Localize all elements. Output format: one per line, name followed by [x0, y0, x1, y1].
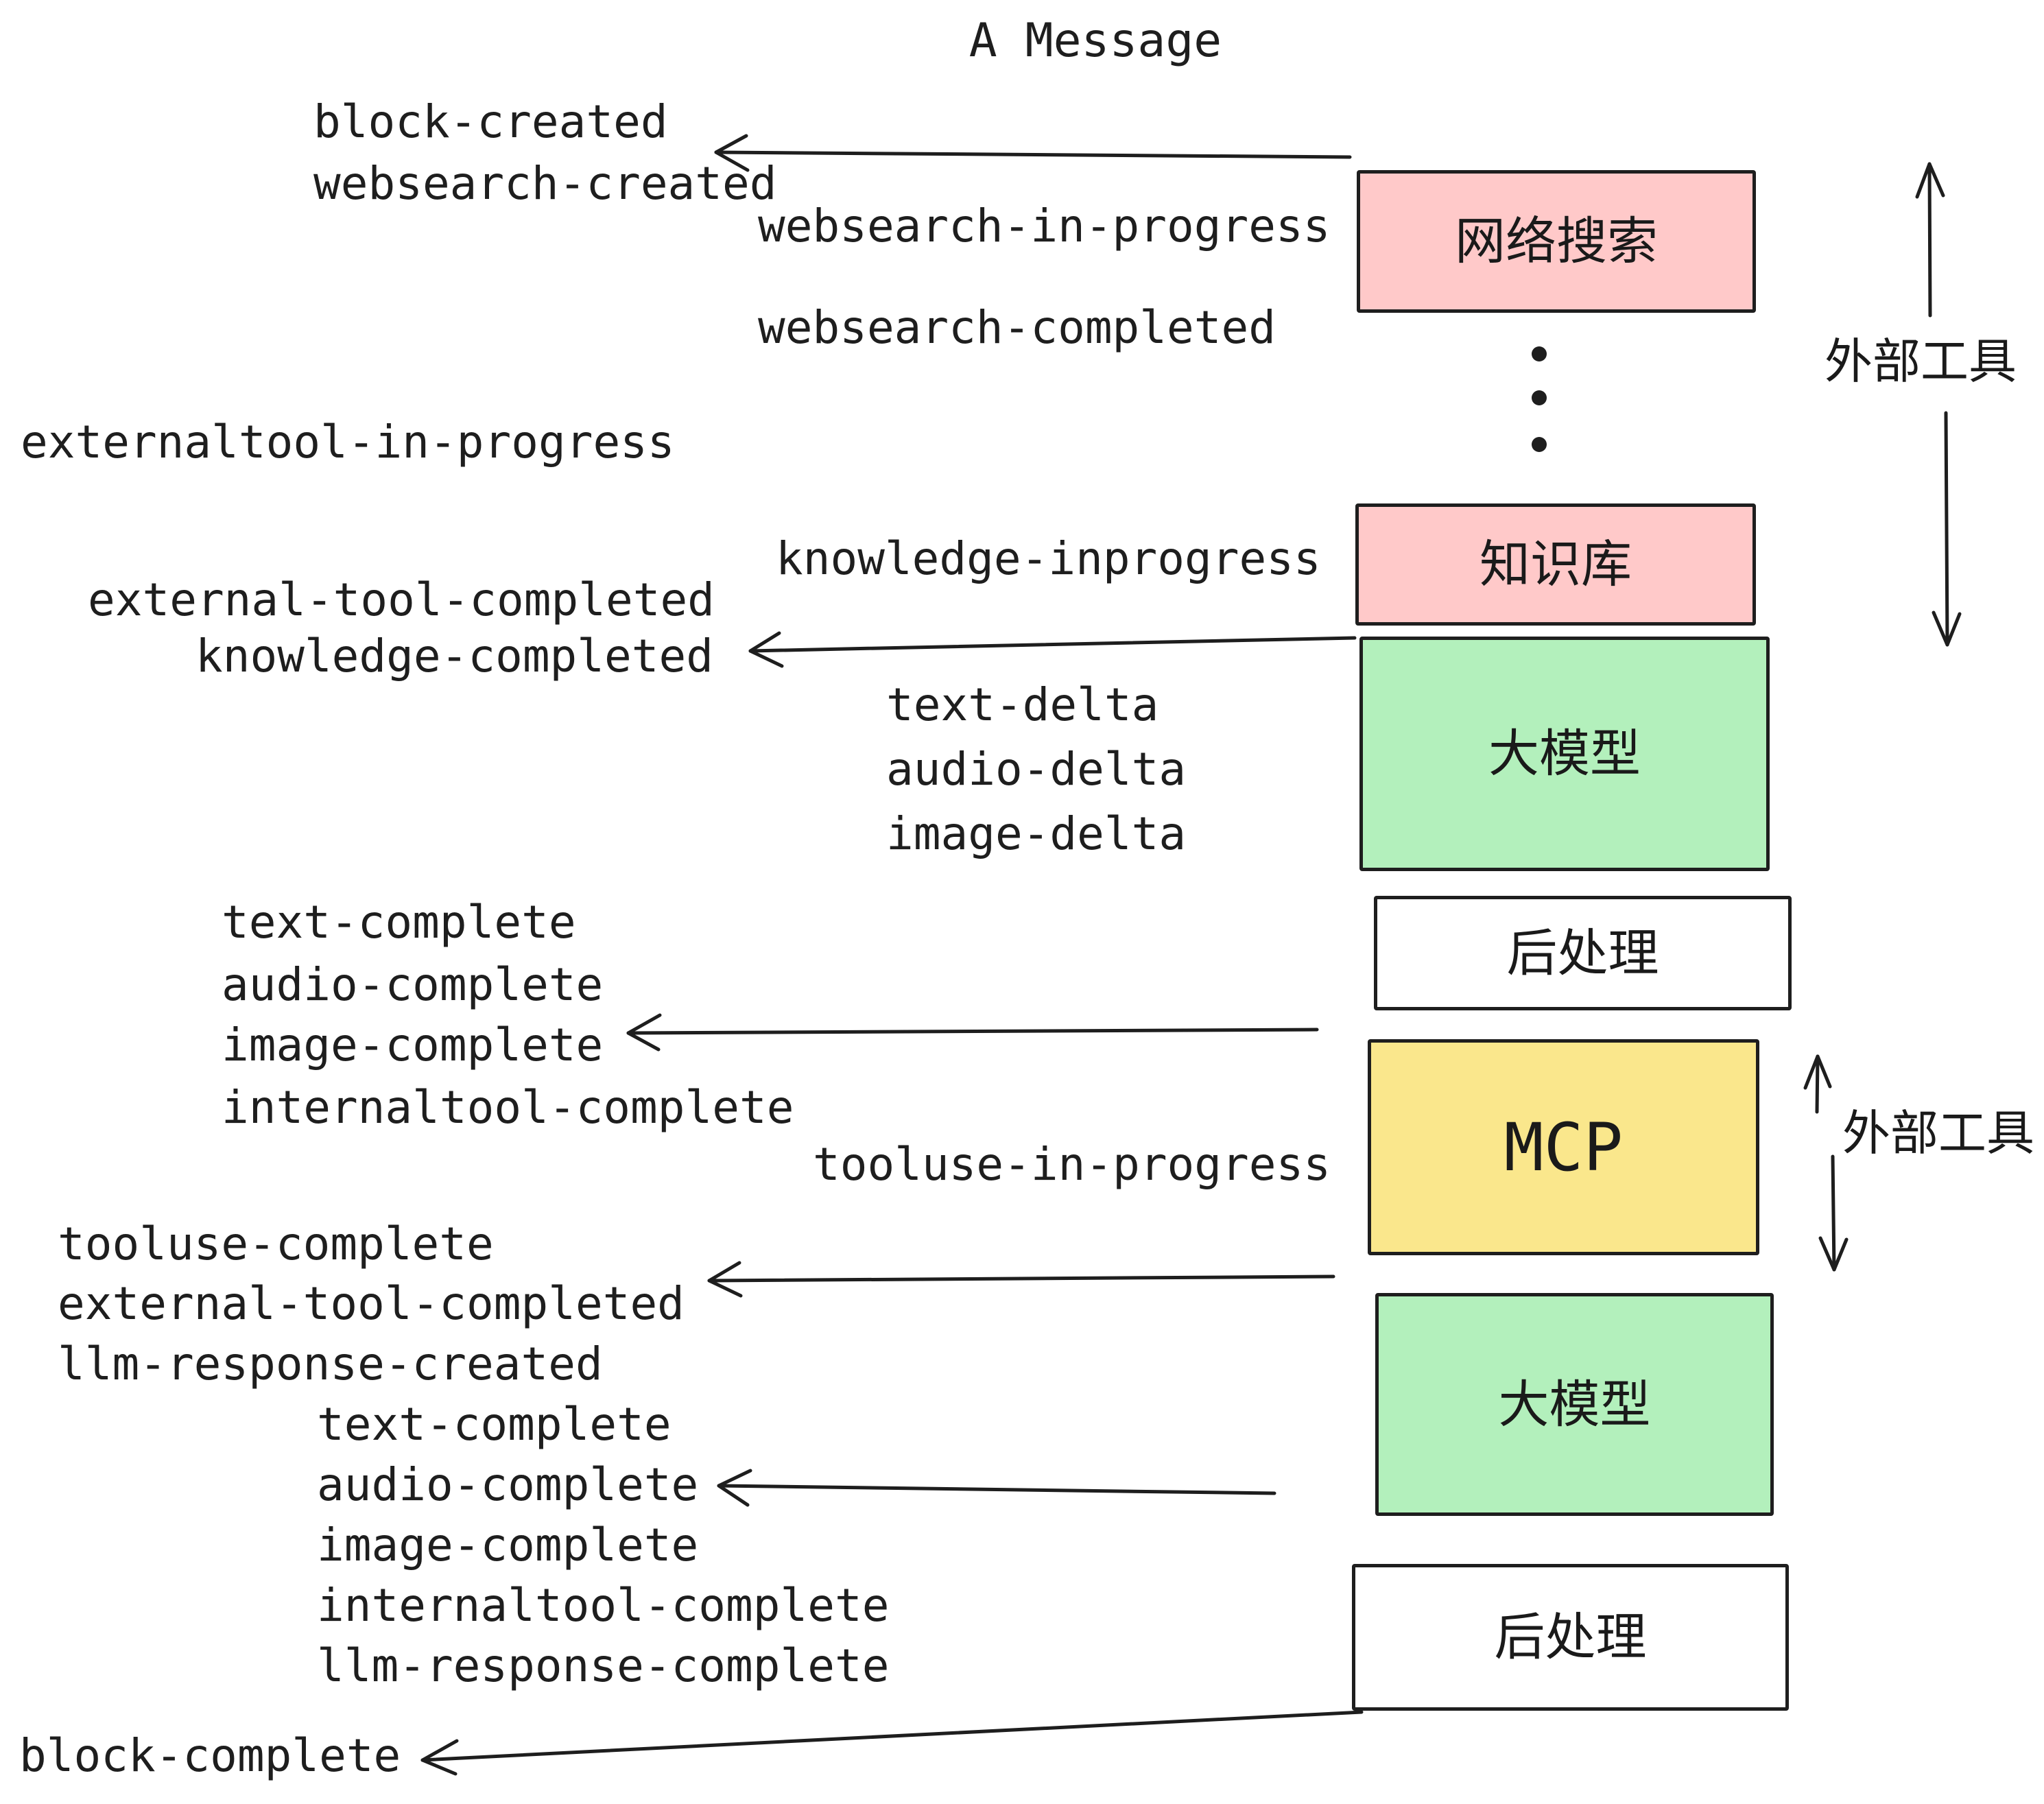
- event-label-internaltool-complete: internaltool-complete: [222, 1081, 794, 1134]
- event-label-external-tool-completed: external-tool-completed: [88, 573, 715, 626]
- box-postprocess-1: 后处理: [1374, 896, 1792, 1010]
- box-llm-1: 大模型: [1359, 637, 1770, 871]
- ellipsis-dot-1: [1532, 346, 1547, 361]
- event-label-llm-response-created: llm-response-created: [58, 1338, 603, 1390]
- ellipsis-dot-3: [1532, 437, 1547, 452]
- event-label-audio-delta: audio-delta: [886, 743, 1187, 796]
- external-tools-label-1: 外部工具: [1825, 333, 2017, 390]
- box-websearch: 网络搜索: [1357, 170, 1756, 313]
- event-label-knowledge-inprogress: knowledge-inprogress: [776, 532, 1321, 585]
- event-label-audio-complete-2: audio-complete: [317, 1458, 699, 1511]
- box-llm-2-label: 大模型: [1498, 1375, 1651, 1434]
- arrow-to-knowledge-completed: [748, 631, 1357, 668]
- event-label-text-complete: text-complete: [222, 896, 576, 949]
- event-label-internaltool-complete-2: internaltool-complete: [317, 1579, 890, 1632]
- event-label-websearch-in-progress: websearch-in-progress: [758, 200, 1331, 252]
- arrow-external-tools-down-1: [1932, 411, 1962, 647]
- arrow-to-block-complete: [420, 1710, 1364, 1776]
- box-postprocess-1-label: 后处理: [1506, 923, 1659, 983]
- arrow-external-tools-down-2: [1818, 1154, 1849, 1272]
- external-tools-label-2: 外部工具: [1842, 1105, 2034, 1161]
- event-label-image-delta: image-delta: [886, 807, 1187, 860]
- event-label-websearch-created: websearch-created: [313, 157, 777, 210]
- arrow-to-tooluse-complete: [707, 1261, 1335, 1298]
- box-mcp-label: MCP: [1504, 1108, 1624, 1186]
- box-postprocess-2-label: 后处理: [1494, 1608, 1647, 1667]
- diagram-title: A Message: [968, 14, 1222, 68]
- event-label-tooluse-in-progress: tooluse-in-progress: [813, 1138, 1331, 1191]
- event-label-knowledge-completed: knowledge-completed: [195, 630, 713, 683]
- arrow-external-tools-up-2: [1803, 1054, 1832, 1114]
- box-llm-2: 大模型: [1375, 1293, 1774, 1516]
- event-label-image-complete-2: image-complete: [317, 1519, 699, 1571]
- ellipsis-dot-2: [1532, 390, 1547, 405]
- event-label-block-complete: block-complete: [19, 1729, 401, 1782]
- event-label-tooluse-complete: tooluse-complete: [58, 1218, 494, 1270]
- box-mcp: MCP: [1368, 1039, 1759, 1255]
- event-label-audio-complete: audio-complete: [222, 958, 604, 1011]
- arrow-external-tools-up-1: [1915, 162, 1945, 318]
- box-knowledge-base-label: 知识库: [1479, 535, 1632, 594]
- box-knowledge-base: 知识库: [1355, 503, 1756, 626]
- event-label-text-complete-2: text-complete: [317, 1398, 672, 1451]
- event-label-external-tool-completed-2: external-tool-completed: [58, 1277, 685, 1330]
- box-websearch-label: 网络搜索: [1455, 212, 1658, 271]
- arrow-to-audio-complete: [717, 1469, 1276, 1507]
- arrow-to-image-complete: [626, 1013, 1319, 1052]
- box-postprocess-2: 后处理: [1352, 1564, 1789, 1711]
- event-label-websearch-completed: websearch-completed: [758, 301, 1276, 354]
- event-label-text-delta: text-delta: [886, 678, 1159, 731]
- event-label-image-complete: image-complete: [222, 1019, 604, 1071]
- event-label-block-created: block-created: [313, 95, 668, 148]
- arrow-to-block-created: [714, 134, 1352, 172]
- event-label-externaltool-in-progress: externaltool-in-progress: [21, 416, 675, 468]
- event-label-llm-response-complete: llm-response-complete: [317, 1639, 890, 1692]
- box-llm-1-label: 大模型: [1488, 724, 1641, 783]
